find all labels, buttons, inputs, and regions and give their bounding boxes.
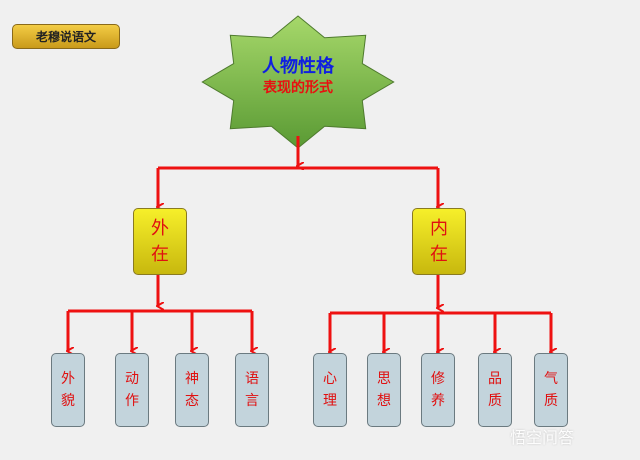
- leaf-label: 貌: [61, 393, 75, 409]
- leaf-label: 作: [125, 393, 139, 409]
- root-title-line1: 人物性格: [262, 56, 334, 77]
- node-label: 内: [430, 217, 448, 239]
- leaf-label: 动: [125, 371, 139, 387]
- leaf-label: 思: [377, 371, 391, 387]
- leaf-label: 想: [377, 393, 391, 409]
- leaf-character: 品质: [478, 353, 512, 427]
- leaf-label: 态: [185, 393, 199, 409]
- leaf-thought: 思想: [367, 353, 401, 427]
- leaf-label: 言: [245, 393, 259, 409]
- node-inner: 内在: [412, 208, 466, 275]
- node-label: 在: [430, 243, 448, 265]
- leaf-label: 修: [431, 371, 445, 387]
- node-label: 外: [151, 217, 169, 239]
- leaf-label: 神: [185, 371, 199, 387]
- leaf-psychology: 心理: [313, 353, 347, 427]
- leaf-label: 气: [544, 371, 558, 387]
- connector-lines: [68, 136, 551, 352]
- root-title: 人物性格 表现的形式: [238, 56, 358, 98]
- node-label: 在: [151, 243, 169, 265]
- leaf-label: 养: [431, 393, 445, 409]
- leaf-expression: 神态: [175, 353, 209, 427]
- leaf-label: 理: [323, 393, 337, 409]
- watermark: 悟空问答: [510, 428, 575, 447]
- root-title-line2: 表现的形式: [263, 80, 333, 96]
- node-outer: 外在: [133, 208, 187, 275]
- leaf-label: 质: [488, 393, 502, 409]
- leaf-label: 心: [323, 371, 337, 387]
- leaf-label: 品: [488, 371, 502, 387]
- leaf-cultivation: 修养: [421, 353, 455, 427]
- author-badge: 老穆说语文: [12, 24, 120, 49]
- leaf-appearance: 外貌: [51, 353, 85, 427]
- leaf-label: 质: [544, 393, 558, 409]
- leaf-label: 语: [245, 371, 259, 387]
- leaf-label: 外: [61, 371, 75, 387]
- leaf-language: 语言: [235, 353, 269, 427]
- leaf-temperament: 气质: [534, 353, 568, 427]
- leaf-action: 动作: [115, 353, 149, 427]
